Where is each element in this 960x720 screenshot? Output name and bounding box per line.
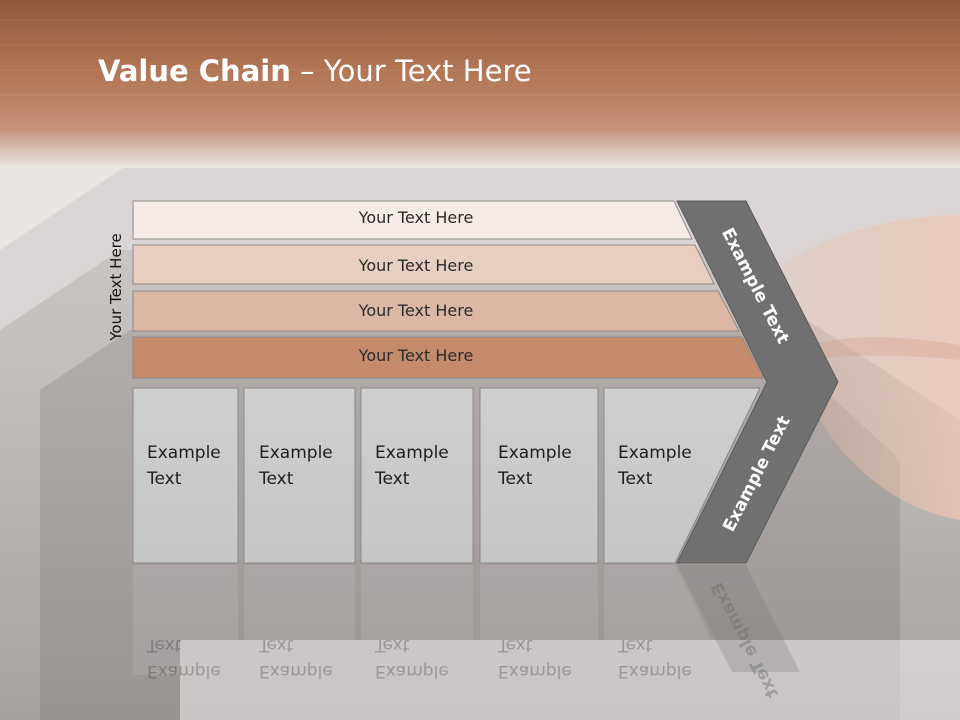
box-1-line1: Example bbox=[147, 443, 221, 463]
box-3-refl-line2: Text bbox=[375, 635, 410, 655]
box-1-refl-line2: Text bbox=[147, 635, 182, 655]
row-label-3: Your Text Here bbox=[358, 301, 474, 320]
box-3-line1: Example bbox=[375, 443, 449, 463]
row-band-2 bbox=[132, 244, 715, 285]
box-1-line2: Text bbox=[147, 469, 182, 489]
box-2-line2: Text bbox=[259, 469, 294, 489]
box-4-refl-line2: Text bbox=[498, 635, 533, 655]
row-band-3 bbox=[132, 290, 740, 332]
row-label-4: Your Text Here bbox=[358, 346, 474, 365]
box-5-reflection: Example Text bbox=[618, 632, 692, 684]
box-1-reflection: Example Text bbox=[147, 632, 221, 684]
title-rest: – Your Text Here bbox=[290, 54, 532, 88]
box-1-refl-line1: Example bbox=[147, 661, 221, 681]
page-title: Value Chain – Your Text Here bbox=[98, 54, 532, 88]
box-3-line2: Text bbox=[375, 469, 410, 489]
box-1 bbox=[132, 387, 239, 564]
box-4-refl-line1: Example bbox=[498, 661, 572, 681]
box-2-refl-line2: Text bbox=[259, 635, 294, 655]
box-4 bbox=[479, 387, 599, 564]
side-label: Your Text Here bbox=[107, 233, 125, 341]
box-5-refl-line1: Example bbox=[618, 661, 692, 681]
box-3-refl-line1: Example bbox=[375, 661, 449, 681]
box-3-reflection: Example Text bbox=[375, 632, 449, 684]
title-bold: Value Chain bbox=[98, 54, 291, 88]
box-5 bbox=[603, 387, 761, 564]
row-band-4 bbox=[132, 336, 765, 379]
box-3 bbox=[360, 387, 474, 564]
box-5-refl-line2: Text bbox=[618, 635, 653, 655]
box-4-line1: Example bbox=[498, 443, 572, 463]
value-chevron bbox=[676, 200, 839, 564]
box-4-line2: Text bbox=[498, 469, 533, 489]
row-label-2: Your Text Here bbox=[358, 256, 474, 275]
box-2-reflection: Example Text bbox=[259, 632, 333, 684]
box-2-refl-line1: Example bbox=[259, 661, 333, 681]
box-5-line1: Example bbox=[618, 443, 692, 463]
box-2 bbox=[243, 387, 356, 564]
box-4-reflection: Example Text bbox=[498, 632, 572, 684]
box-5-line2: Text bbox=[618, 469, 653, 489]
box-2-line1: Example bbox=[259, 443, 333, 463]
row-band-1 bbox=[132, 200, 693, 240]
row-label-1: Your Text Here bbox=[358, 208, 474, 227]
